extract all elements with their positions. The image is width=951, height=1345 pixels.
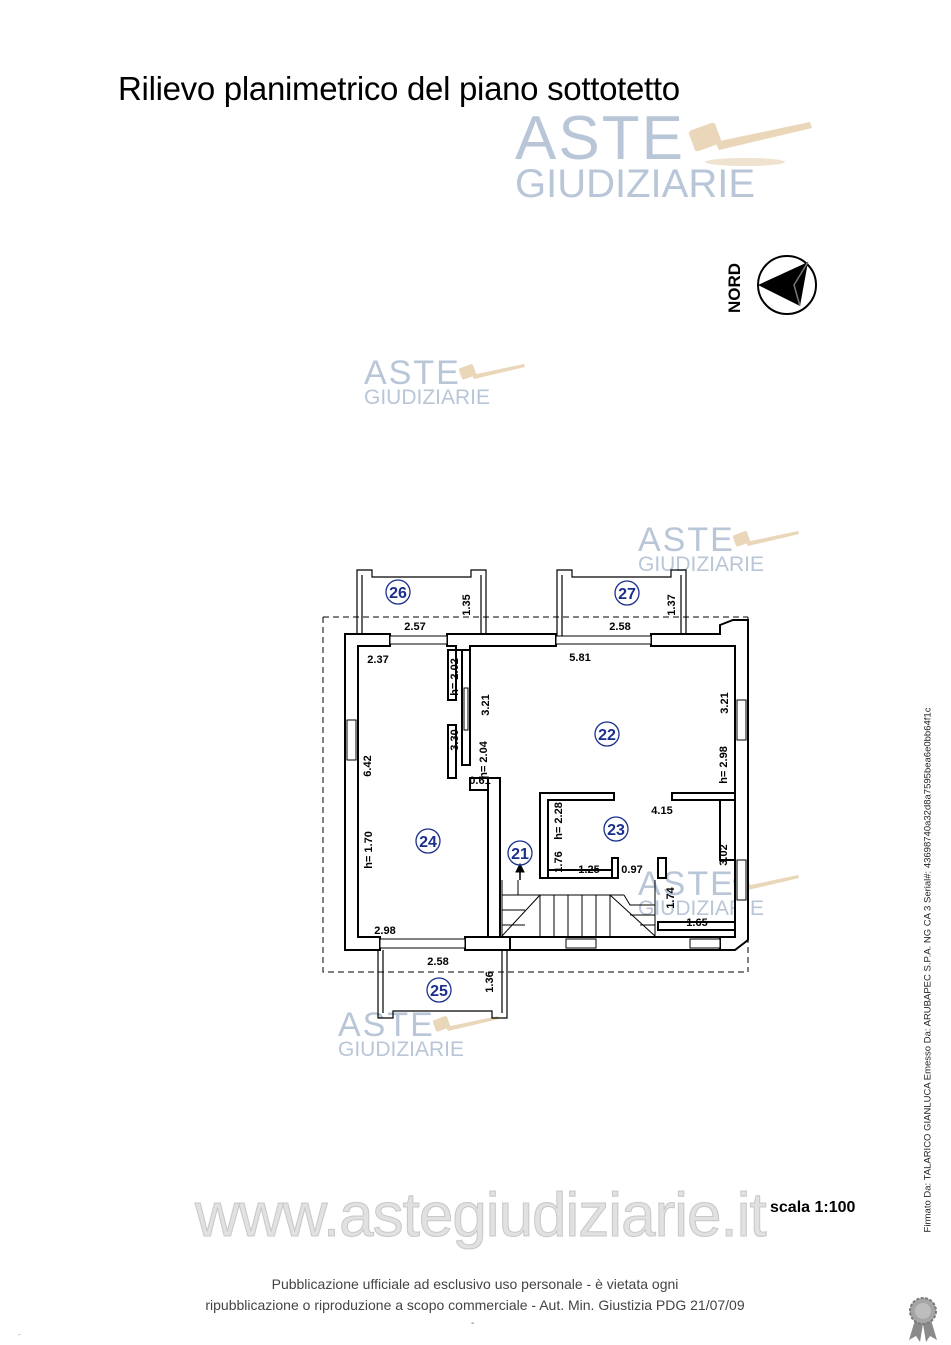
dim-h-1-70: h= 1.70 — [363, 831, 375, 869]
watermark-line2: GIUDIZIARIE — [364, 386, 491, 409]
balcony-26 — [356, 569, 487, 636]
dim-0-97: 0.97 — [621, 864, 642, 876]
gavel-icon — [732, 531, 799, 547]
page-title: Rilievo planimetrico del piano sottotett… — [118, 70, 680, 107]
gavel-icon — [458, 364, 525, 380]
notice-line1: Pubblicazione ufficiale ad esclusivo uso… — [271, 1276, 679, 1292]
dim-2-37: 2.37 — [367, 654, 388, 666]
site-watermark: www.astegiudiziarie.it — [195, 1181, 768, 1251]
dimension-labels-vertical: 1.35 1.37 h= 2.02 3.21 3.21 3.30 h= 2.04… — [362, 594, 731, 992]
dim-1-74: 1.74 — [665, 886, 677, 908]
dim-1-36: 1.36 — [484, 971, 496, 992]
dim-3-30: 3.30 — [449, 729, 461, 750]
dim-1-65: 1.65 — [686, 917, 707, 929]
north-arrow-icon — [757, 255, 817, 315]
dim-2-58-bottom: 2.58 — [427, 956, 448, 968]
footer-dash: - — [471, 1318, 475, 1329]
room-23: 23 — [607, 822, 625, 839]
room-26: 26 — [389, 585, 407, 602]
room-22: 22 — [598, 727, 616, 744]
watermark-aste-1: ASTE GIUDIZIARIE — [364, 354, 525, 409]
dim-2-98: 2.98 — [374, 925, 395, 937]
room-21: 21 — [511, 846, 529, 863]
watermark-line1: ASTE — [338, 1006, 435, 1044]
interior-strip — [463, 687, 469, 731]
dim-3-21-left: 3.21 — [480, 694, 492, 715]
watermark-line2: GIUDIZIARIE — [338, 1038, 465, 1061]
dim-h-2-28: h= 2.28 — [553, 802, 565, 840]
watermark-line1: ASTE — [364, 354, 461, 392]
dim-h-2-04: h= 2.04 — [478, 740, 490, 778]
room-27: 27 — [618, 586, 636, 603]
watermark-line2: GIUDIZIARIE — [638, 897, 765, 920]
stairs — [501, 862, 656, 937]
watermark-line1: ASTE — [638, 865, 735, 903]
dim-1-37: 1.37 — [666, 594, 678, 615]
seal-icon — [909, 1297, 937, 1342]
dim-2-58-top: 2.58 — [609, 621, 630, 633]
watermark-line2: GIUDIZIARIE — [515, 162, 756, 206]
dim-1-35: 1.35 — [461, 594, 473, 615]
room-markers — [385, 579, 640, 1003]
watermark-line1: ASTE — [638, 521, 735, 559]
dim-1-25: 1.25 — [578, 864, 599, 876]
scale-label: scala 1:100 — [770, 1199, 856, 1216]
dim-4-15: 4.15 — [651, 805, 672, 817]
publication-notice: Pubblicazione ufficiale ad esclusivo uso… — [150, 1274, 800, 1316]
dim-1-76: 1.76 — [553, 851, 565, 872]
dim-5-81: 5.81 — [569, 652, 590, 664]
watermark-line2: GIUDIZIARIE — [638, 553, 765, 576]
signature-text: Firmato Da: TALARICO GIANLUCA Emesso Da:… — [922, 707, 934, 1233]
openings — [346, 635, 747, 949]
gavel-icon — [688, 122, 812, 166]
corner-mark: - — [18, 1330, 21, 1339]
dim-6-42: 6.42 — [362, 755, 374, 776]
walls — [344, 619, 749, 951]
room-numbers: 26 27 22 23 24 21 25 — [389, 585, 636, 1000]
dimension-labels: 2.57 2.58 2.37 5.81 0.61 4.15 1.25 0.97 … — [367, 621, 707, 968]
watermark-aste-3: ASTE GIUDIZIARIE — [638, 865, 799, 920]
watermark-line1: ASTE — [515, 104, 685, 173]
watermark-aste-2: ASTE GIUDIZIARIE — [638, 521, 799, 576]
room-24: 24 — [419, 834, 437, 851]
balcony-27 — [556, 569, 687, 636]
notice-line2: ripubblicazione o riproduzione a scopo c… — [205, 1297, 745, 1313]
dim-3-21-right: 3.21 — [719, 692, 731, 713]
dim-3-02: 3.02 — [718, 844, 730, 865]
digital-signature: Firmato Da: TALARICO GIANLUCA Emesso Da:… — [918, 655, 938, 1285]
balcony-25 — [377, 950, 508, 1019]
dim-h-2-02: h= 2.02 — [449, 658, 461, 696]
gavel-icon — [432, 1016, 499, 1032]
watermark-aste-large: ASTE GIUDIZIARIE — [515, 104, 812, 206]
room-25: 25 — [430, 983, 448, 1000]
dim-2-57: 2.57 — [404, 621, 425, 633]
dim-h-2-98: h= 2.98 — [718, 746, 730, 784]
watermark-aste-4: ASTE GIUDIZIARIE — [338, 1006, 499, 1061]
dim-0-61: 0.61 — [469, 775, 490, 787]
